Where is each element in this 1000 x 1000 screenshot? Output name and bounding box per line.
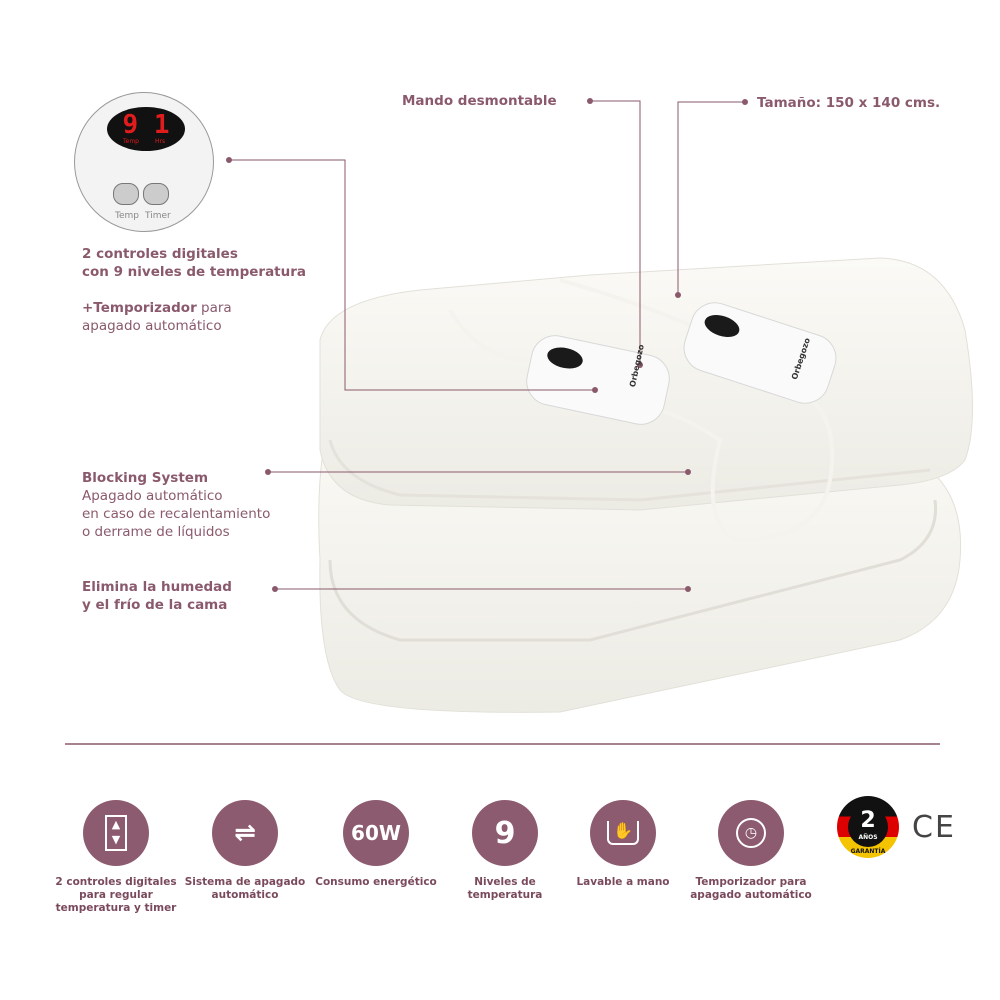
temp-label: Temp	[115, 211, 139, 221]
up-down-arrows-icon: ▲▼	[83, 800, 149, 866]
plug-icon: ⇌	[212, 800, 278, 866]
controller-right	[683, 302, 837, 404]
feature-controls: ▲▼ 2 controles digitales para regular te…	[51, 800, 181, 915]
mando-callout: Mando desmontable	[402, 93, 557, 109]
feature-timer: ◷ Temporizador para apagado automático	[686, 800, 816, 902]
ce-mark: CE	[912, 810, 956, 845]
power-badge: 60W	[343, 800, 409, 866]
feature-levels: 9 Niveles de temperatura	[440, 800, 570, 902]
timer-label: Timer	[145, 211, 171, 221]
temp-button	[113, 183, 139, 205]
size-callout: Tamaño: 150 x 140 cms.	[757, 95, 941, 111]
timer-button	[143, 183, 169, 205]
leader-lines	[229, 100, 745, 590]
display-temp: 9	[122, 110, 139, 140]
controller-closeup: 9 1 Temp Hrs Temp Timer	[74, 92, 214, 232]
feature-washable: ✋ Lavable a mano	[558, 800, 688, 889]
stopwatch-icon: ◷	[718, 800, 784, 866]
controller-left	[526, 335, 670, 425]
feature-auto-off: ⇌ Sistema de apagado automático	[180, 800, 310, 902]
display-hours-label: Hrs	[155, 138, 166, 145]
display-temp-label: Temp	[123, 138, 139, 145]
feature-power: 60W Consumo energético	[311, 800, 441, 889]
display-hours: 1	[153, 110, 170, 140]
levels-badge: 9	[472, 800, 538, 866]
hand-wash-icon: ✋	[590, 800, 656, 866]
